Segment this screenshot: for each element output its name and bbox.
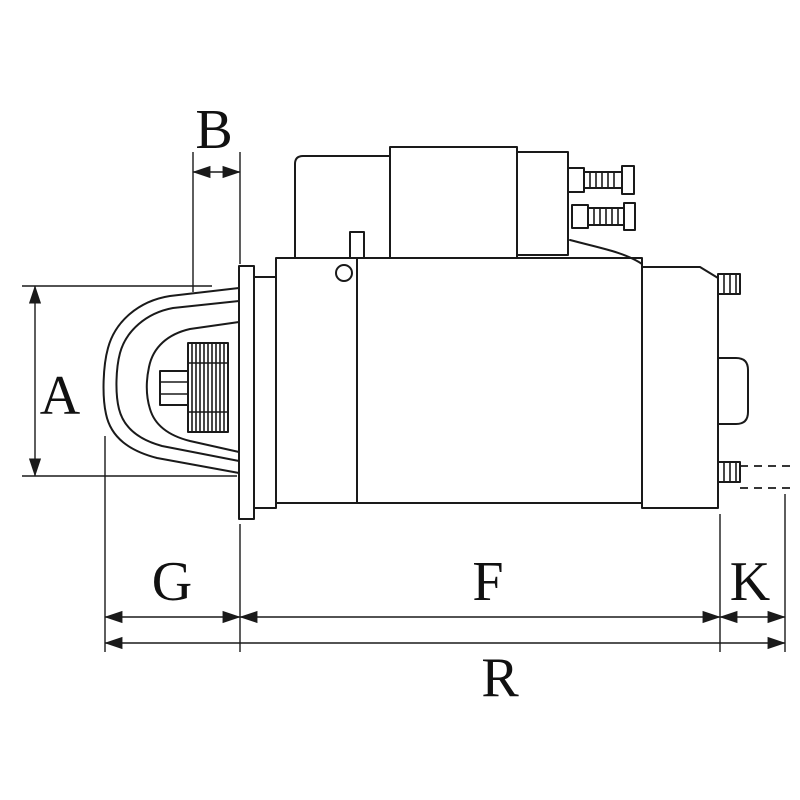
front-bracket <box>294 155 391 282</box>
solenoid-cap <box>516 151 569 256</box>
solenoid-body <box>389 146 518 259</box>
field-frame-body <box>275 257 643 504</box>
dimension-label-k: K <box>730 551 770 613</box>
hidden-shaft-lines <box>740 465 794 489</box>
through-bolts <box>717 273 741 483</box>
flange-plate-rear <box>253 276 277 509</box>
dimension-label-r: R <box>481 647 519 709</box>
dimensions: B A G F K <box>22 99 786 709</box>
dimension-A: A <box>22 285 237 477</box>
inspection-hole <box>335 264 353 282</box>
bracket-notch <box>349 231 365 259</box>
yoke-opening-contour <box>145 321 240 453</box>
pinion-gear <box>159 342 229 433</box>
through-bolt-top <box>717 273 741 295</box>
bottom-extension-lines <box>104 436 786 652</box>
bearing-boss <box>717 357 749 425</box>
motor-drawing <box>102 146 794 520</box>
drive-end-housing <box>102 287 240 474</box>
terminal-stud-top <box>567 165 635 195</box>
solenoid <box>389 146 643 265</box>
dimension-B: B <box>192 99 241 292</box>
dimension-label-f: F <box>472 551 503 613</box>
pinion-shaft <box>159 370 189 406</box>
solenoid-terminals <box>567 165 636 231</box>
yoke-outer-contour <box>102 287 240 474</box>
terminal-stud-bottom <box>571 202 636 231</box>
dimension-label-g: G <box>152 551 192 613</box>
dimension-label-b: B <box>195 99 232 161</box>
dimension-label-a: A <box>40 365 81 427</box>
flange-plate-front <box>238 265 255 520</box>
yoke-inner-contour <box>115 300 240 462</box>
mounting-flange <box>238 265 277 520</box>
dimension-F: F <box>239 551 721 624</box>
through-bolt-bottom <box>717 461 741 483</box>
rear-end-cap <box>641 266 719 509</box>
solenoid-wire <box>569 239 643 265</box>
dimension-G: G <box>104 551 241 624</box>
gear-teeth-stripes <box>191 344 225 431</box>
dimension-K: K <box>719 551 786 624</box>
dimension-R: R <box>104 636 786 709</box>
